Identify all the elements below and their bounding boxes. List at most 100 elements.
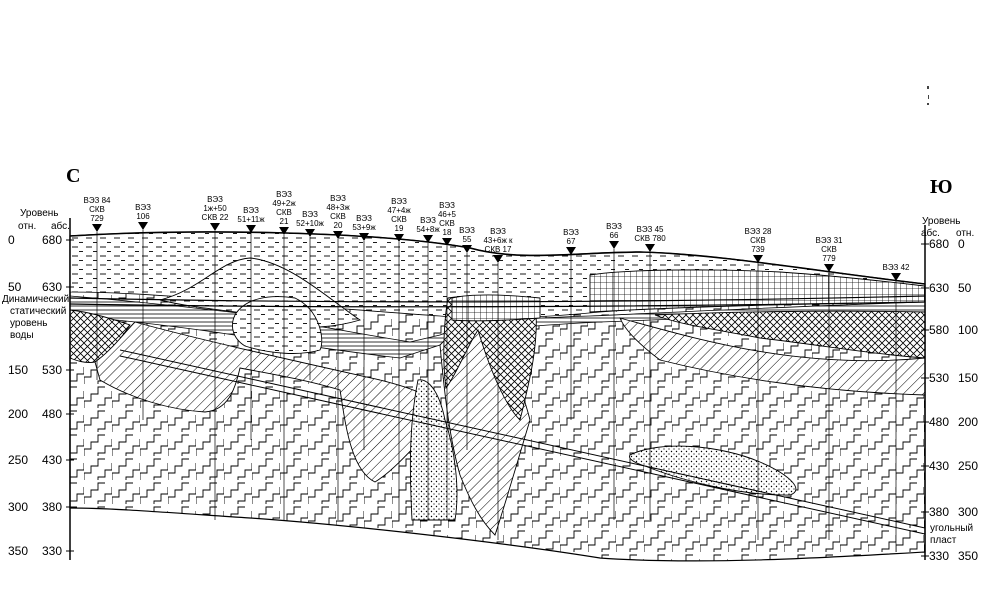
station-marker-icon: [753, 255, 763, 263]
station-label: 67: [567, 237, 576, 246]
station-marker-icon: [824, 264, 834, 272]
coal-seam-label-2: пласт: [930, 535, 957, 546]
right-tick-rel: 50: [958, 281, 972, 295]
station-marker-icon: [279, 227, 289, 235]
left-tick-rel: 150: [8, 363, 28, 377]
right-axis-header-title: Уровень: [922, 216, 961, 227]
coal-seam-top: [119, 349, 926, 529]
station-label: ВЭЗ: [330, 194, 346, 203]
station-label: СКВ 17: [485, 245, 512, 254]
right-tick-abs: 380: [929, 505, 949, 519]
grid-block-center: [451, 294, 541, 322]
coal-seam-label-1: угольный: [930, 523, 973, 534]
left-tick-abs: 680: [42, 233, 62, 247]
station-label: ВЭЗ: [207, 195, 223, 204]
station-marker-icon: [645, 244, 655, 252]
station-label: 54+8ж: [416, 225, 440, 234]
left-axis-header-rel: отн.: [18, 221, 36, 232]
station-label: 1ж+50: [203, 204, 227, 213]
station-marker-icon: [609, 241, 619, 249]
right-tick-rel: 200: [958, 415, 978, 429]
left-tick-rel: 300: [8, 500, 28, 514]
station-marker-icon: [138, 222, 148, 230]
station-marker-icon: [423, 235, 433, 243]
station-label: СКВ: [391, 215, 407, 224]
right-tick-abs: 580: [929, 323, 949, 337]
station-label: 49+2ж: [272, 199, 296, 208]
station-label: 47+4ж: [387, 206, 411, 215]
station-marker-icon: [462, 245, 472, 253]
left-tick-rel: 50: [8, 280, 22, 294]
left-tick-abs: 330: [42, 544, 62, 558]
station-label: СКВ: [750, 236, 766, 245]
station-marker-icon: [442, 238, 452, 246]
station-label: СКВ 22: [202, 213, 229, 222]
station-marker-icon: [210, 223, 220, 231]
station-label: 18: [443, 228, 452, 237]
diagonal-hatch-left-zone: [94, 321, 441, 483]
water-level-line-1: [69, 295, 926, 303]
station-label: ВЭЗ 28: [745, 227, 773, 236]
left-axis-header-title: Уровень: [20, 208, 59, 219]
left-tick-abs: 380: [42, 500, 62, 514]
left-tick-abs: 430: [42, 453, 62, 467]
water-label-line-1: Динамический: [2, 294, 69, 305]
grid-block-right: [589, 269, 926, 313]
station: ВЭЗ 42: [883, 263, 911, 552]
coal-seam-bottom: [119, 355, 926, 535]
dotted-vein: [409, 379, 458, 521]
left-tick-abs: 480: [42, 407, 62, 421]
station-label: 729: [90, 214, 104, 223]
left-tick-rel: 350: [8, 544, 28, 558]
water-level-label: Динамический статический уровень воды: [2, 294, 69, 341]
right-axis-header: Уровень абс. отн.: [921, 216, 974, 239]
dashed-lens-middle: [232, 296, 323, 354]
station-label: ВЭЗ 42: [883, 263, 911, 272]
station-marker-icon: [246, 225, 256, 233]
right-axis-header-abs: абс.: [921, 227, 940, 239]
station-label: 52+10ж: [296, 219, 324, 228]
station-label: ВЭЗ: [439, 201, 455, 210]
scan-specks: [927, 86, 929, 105]
station-label: 66: [610, 231, 619, 240]
station-label: ВЭЗ 45: [637, 225, 665, 234]
station-marker-icon: [333, 231, 343, 239]
station-label: 43+6ж к: [483, 236, 513, 245]
station-label: 55: [463, 235, 472, 244]
right-tick-rel: 0: [958, 237, 965, 251]
station-label: СКВ: [821, 245, 837, 254]
diagonal-hatch-right-band: [619, 317, 926, 396]
water-label-line-2: статический: [10, 306, 66, 317]
water-level-line-2: [69, 301, 926, 308]
station-label: ВЭЗ: [490, 227, 506, 236]
water-label-line-4: воды: [10, 330, 34, 341]
right-tick-abs: 530: [929, 371, 949, 385]
coal-seam-label: угольный пласт: [930, 523, 973, 546]
ground-surface: [69, 231, 926, 285]
station-label: ВЭЗ: [135, 203, 151, 212]
south-label: Ю: [930, 176, 953, 198]
right-tick-abs: 330: [929, 549, 949, 563]
station-label: ВЭЗ: [606, 222, 622, 231]
station-label: ВЭЗ: [276, 190, 292, 199]
left-tick-rel: 200: [8, 407, 28, 421]
right-tick-abs: 480: [929, 415, 949, 429]
station-label: ВЭЗ: [243, 206, 259, 215]
right-axis-header-rel: отн.: [956, 228, 974, 239]
